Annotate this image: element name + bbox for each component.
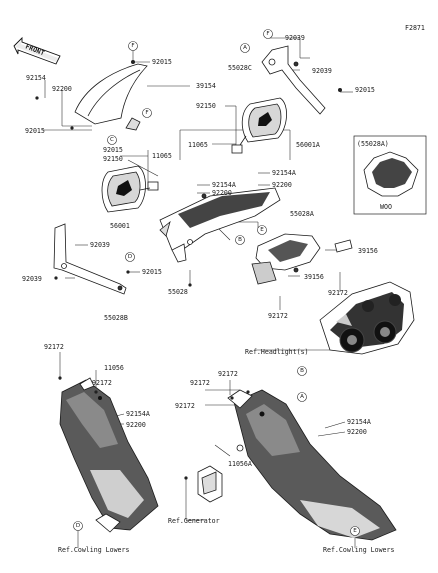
windshield <box>74 63 148 125</box>
part-label-11056-l: 11056 <box>104 364 124 372</box>
part-label-92172-g: 92172 <box>175 402 195 410</box>
part-label-55028c: 55028C <box>228 64 252 72</box>
callout-a-top: A <box>240 43 250 53</box>
part-label-56001: 56001 <box>110 222 130 230</box>
svg-text:C: C <box>110 137 114 143</box>
mirror-right <box>231 97 287 154</box>
part-label-92200-ll: 92200 <box>126 421 146 429</box>
part-label-92015-lo: 92015 <box>142 268 162 276</box>
callout-b-mid: B <box>235 235 245 245</box>
inset-title: (55028A) <box>357 140 389 148</box>
part-label-55028a: 55028A <box>290 210 314 218</box>
ref-generator: Ref.Generator <box>168 517 220 525</box>
callout-b-right: B <box>297 366 307 376</box>
inset-color-code: WOO <box>380 203 392 211</box>
part-label-92172-e: 92172 <box>218 370 238 378</box>
part-label-92039-a: 92039 <box>285 34 305 42</box>
part-label-92039-d: 92039 <box>22 275 42 283</box>
part-label-92015-rt: 92015 <box>355 86 375 94</box>
part-label-92200-r: 92200 <box>272 181 292 189</box>
mirror-left <box>101 165 159 213</box>
part-label-11065-r: 11065 <box>188 141 208 149</box>
part-label-11065-m: 11065 <box>152 152 172 160</box>
svg-text:B: B <box>238 237 242 243</box>
callout-c: C <box>107 135 117 145</box>
part-label-92172-f: 92172 <box>190 379 210 387</box>
svg-text:E: E <box>353 528 357 534</box>
part-label-39154: 39154 <box>196 82 216 90</box>
lower-bracket-55028b <box>53 223 127 295</box>
svg-text:D: D <box>128 254 132 260</box>
part-label-92015-m: 92015 <box>103 146 123 154</box>
part-label-92172-b: 92172 <box>268 312 288 320</box>
callout-f-mid: F <box>142 108 152 118</box>
inner-panel-55028a <box>251 233 353 285</box>
part-label-55028: 55028 <box>168 288 188 296</box>
callout-e-lower: E <box>350 526 360 536</box>
hardware-fasteners <box>35 60 342 480</box>
part-label-92172-c: 92172 <box>44 343 64 351</box>
svg-text:E: E <box>260 227 264 233</box>
part-label-92172-d: 92172 <box>92 379 112 387</box>
part-label-92154a-r: 92154A <box>272 169 296 177</box>
part-label-92200-m: 92200 <box>212 189 232 197</box>
svg-text:B: B <box>300 368 304 374</box>
part-label-92154a-m: 92154A <box>212 181 236 189</box>
part-label-92154a-l: 92154A <box>126 410 150 418</box>
callout-e: E <box>257 225 267 235</box>
part-label-11056a: 11056A <box>228 460 252 468</box>
part-label-55028b: 55028B <box>104 314 128 322</box>
front-arrow-icon: FRONT <box>13 36 61 65</box>
right-cowling <box>227 389 397 541</box>
svg-text:A: A <box>300 394 304 400</box>
bracket-55028c <box>261 45 326 115</box>
callout-d-lower: D <box>73 521 83 531</box>
part-label-92039-c: 92039 <box>90 241 110 249</box>
ref-cowling-lowers-left: Ref.Cowling Lowers <box>58 546 129 554</box>
callout-f-top: F <box>128 41 138 51</box>
diagram-code: F2871 <box>405 24 425 32</box>
svg-text:D: D <box>76 523 80 529</box>
upper-cowl-55028 <box>159 187 281 263</box>
part-label-92154a-rr: 92154A <box>347 418 371 426</box>
callout-f-right: F <box>263 29 273 39</box>
left-cowling <box>59 377 159 533</box>
part-label-92039-b: 92039 <box>312 67 332 75</box>
svg-text:A: A <box>243 45 247 51</box>
part-label-92015-l: 92015 <box>25 127 45 135</box>
svg-text:F: F <box>131 43 134 49</box>
part-label-92015-top: 92015 <box>152 58 172 66</box>
headlight-assembly <box>319 281 415 355</box>
windshield-edge <box>87 69 141 117</box>
part-label-92154-l: 92154 <box>26 74 46 82</box>
windshield-tip <box>125 117 141 131</box>
part-label-56001a: 56001A <box>296 141 320 149</box>
part-label-92150-m: 92150 <box>103 155 123 163</box>
part-label-92150-r: 92150 <box>196 102 216 110</box>
svg-text:F: F <box>266 31 269 37</box>
callout-d: D <box>125 252 135 262</box>
part-label-92200-l: 92200 <box>52 85 72 93</box>
part-label-39156-b: 39156 <box>304 273 324 281</box>
generator-bracket <box>197 465 223 503</box>
callout-a-right: A <box>297 392 307 402</box>
ref-headlight: Ref.Headlight(s) <box>245 348 309 356</box>
ref-cowling-lowers-right: Ref.Cowling Lowers <box>323 546 394 554</box>
part-label-92200-rr: 92200 <box>347 428 367 436</box>
part-label-39156-a: 39156 <box>358 247 378 255</box>
inset-box <box>353 135 427 215</box>
part-label-92172-a: 92172 <box>328 289 348 297</box>
svg-text:F: F <box>145 110 148 116</box>
